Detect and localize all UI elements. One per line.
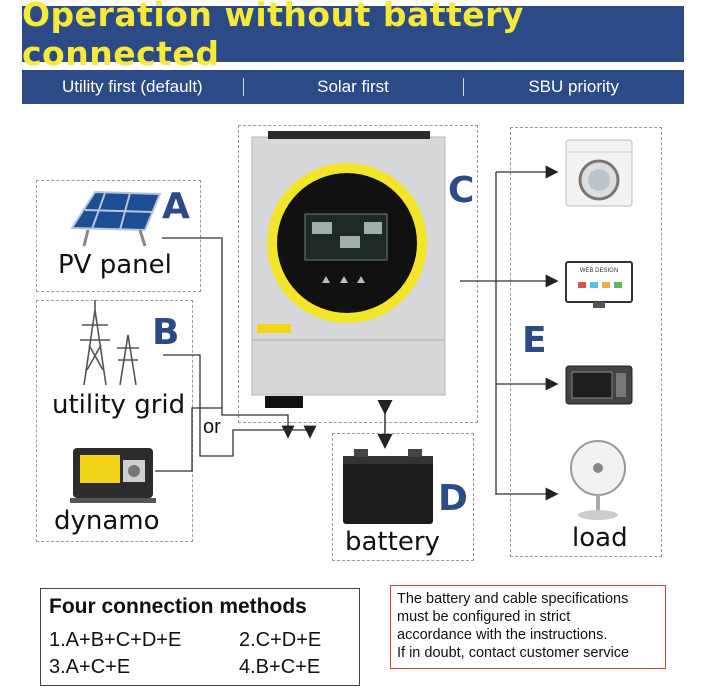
inverter-icon [251, 131, 446, 408]
pv-group-box [36, 180, 201, 292]
method-3: 3.A+C+E [49, 656, 131, 678]
washing-machine-icon [565, 139, 633, 207]
utility-tower-icon [80, 300, 139, 386]
or-label: or [203, 416, 221, 438]
letter-a: A [162, 186, 190, 227]
load-group-box [510, 127, 662, 557]
letter-e: E [522, 320, 547, 361]
letter-b: B [152, 312, 180, 353]
fan-icon [570, 440, 626, 520]
page-title: Operation without battery connected [22, 0, 524, 73]
microwave-icon [565, 365, 633, 405]
battery-label: battery [345, 527, 440, 557]
title-banner: Operation without battery connected [22, 0, 684, 73]
wire-pv-inverter [162, 237, 295, 439]
battery-group-box [332, 433, 474, 561]
letter-c: C [448, 170, 475, 211]
note-line-1: The battery and cable specifications [397, 591, 629, 607]
letter-d: D [438, 478, 468, 519]
mode-sbu-priority: SBU priority [463, 70, 684, 104]
note-line-3: accordance with the instructions. [397, 627, 608, 643]
warning-note-box: The battery and cable specifications mus… [390, 585, 666, 669]
methods-title: Four connection methods [49, 595, 307, 618]
wire-grid-inverter [163, 354, 317, 457]
pv-label: PV panel [58, 250, 172, 280]
monitor-icon [565, 261, 633, 308]
method-4: 4.B+C+E [239, 656, 321, 678]
pv-panel-icon [70, 190, 162, 247]
generator-icon [70, 448, 156, 503]
mode-solar-first: Solar first [242, 70, 464, 104]
mode-utility-first: Utility first (default) [61, 77, 203, 96]
monitor-screen-text: WEB DESIGN [579, 268, 619, 274]
note-line-4: If in doubt, contact customer service [397, 645, 630, 661]
load-label: load [572, 523, 628, 553]
wire-dynamo [155, 407, 222, 472]
method-2: 2.C+D+E [239, 629, 322, 651]
method-1: 1.A+B+C+D+E [49, 629, 182, 651]
connection-methods-box: Four connection methods 1.A+B+C+D+E 2.C+… [40, 588, 360, 686]
grid-label: utility grid [52, 390, 186, 420]
note-line-2: must be configured in strict [397, 609, 571, 625]
inverter-group-box [238, 125, 478, 423]
dynamo-label: dynamo [54, 506, 160, 536]
battery-icon [343, 449, 433, 524]
mode-bar: Utility first (default) Solar first SBU … [22, 70, 684, 104]
